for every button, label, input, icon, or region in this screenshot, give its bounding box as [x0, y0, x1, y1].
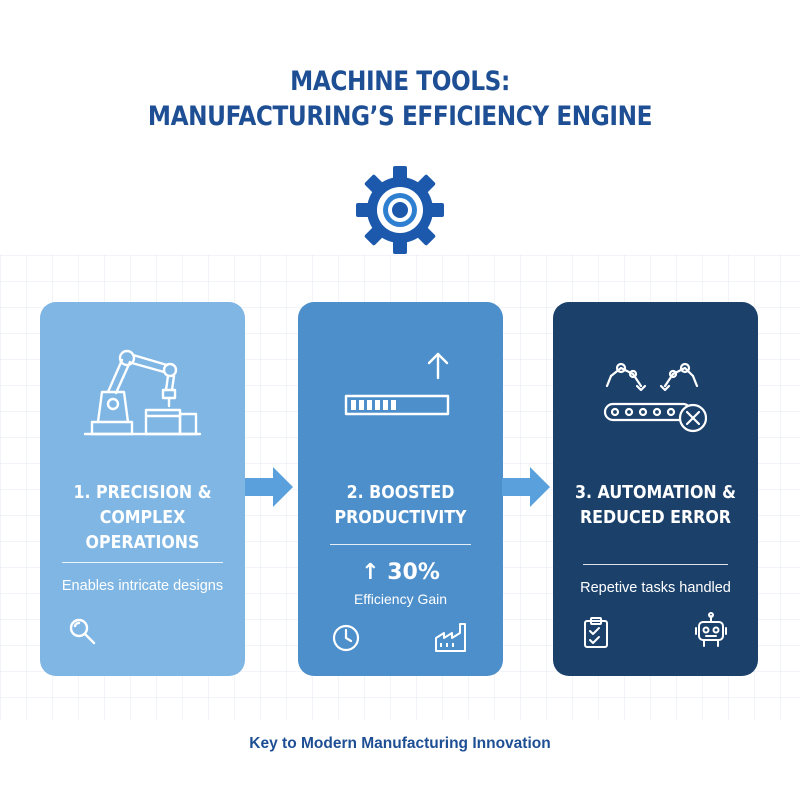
card-title: 3. AUTOMATION & REDUCED ERROR: [574, 482, 736, 528]
card-divider: [62, 562, 223, 563]
card-divider: [330, 544, 471, 545]
gear-target-icon: [356, 166, 444, 254]
efficiency-stat-value: ↑ 30%: [361, 560, 440, 585]
efficiency-stat-label: Efficiency Gain: [353, 591, 448, 607]
factory-icon: [435, 623, 466, 652]
flow-arrow-right-icon: [245, 467, 293, 507]
flow-arrow-right-icon: [502, 467, 550, 507]
magnifying-glass-icon: [69, 618, 96, 645]
clock-icon: [332, 624, 360, 652]
title-line-1: MACHINE TOOLS:: [290, 66, 510, 97]
card-title: 1. PRECISION & COMPLEX OPERATIONS: [73, 482, 212, 553]
card-precision: 1. PRECISION & COMPLEX OPERATIONS Enable…: [40, 302, 245, 676]
robotic-arm-icon: [83, 349, 202, 436]
card-productivity: 2. BOOSTED PRODUCTIVITY ↑ 30% Efficiency…: [298, 302, 503, 676]
card-divider: [583, 564, 728, 565]
title-line-2: MANUFACTURING’S EFFICIENCY ENGINE: [147, 101, 653, 132]
card-description: Repetive tasks handled: [580, 580, 731, 596]
page-title: MACHINE TOOLS: MANUFACTURING’S EFFICIENC…: [56, 64, 744, 134]
footer-caption: Key to Modern Manufacturing Innovation: [249, 735, 551, 752]
robot-head-icon: [695, 612, 727, 647]
card-automation: 3. AUTOMATION & REDUCED ERROR Repetive t…: [553, 302, 758, 676]
card-description: Enables intricate designs: [61, 578, 224, 594]
checklist-icon: [584, 617, 608, 648]
robot-conveyor-icon: [603, 362, 708, 433]
card-title: 2. BOOSTED PRODUCTIVITY: [334, 482, 467, 528]
progress-bar-up-icon: [344, 352, 450, 416]
